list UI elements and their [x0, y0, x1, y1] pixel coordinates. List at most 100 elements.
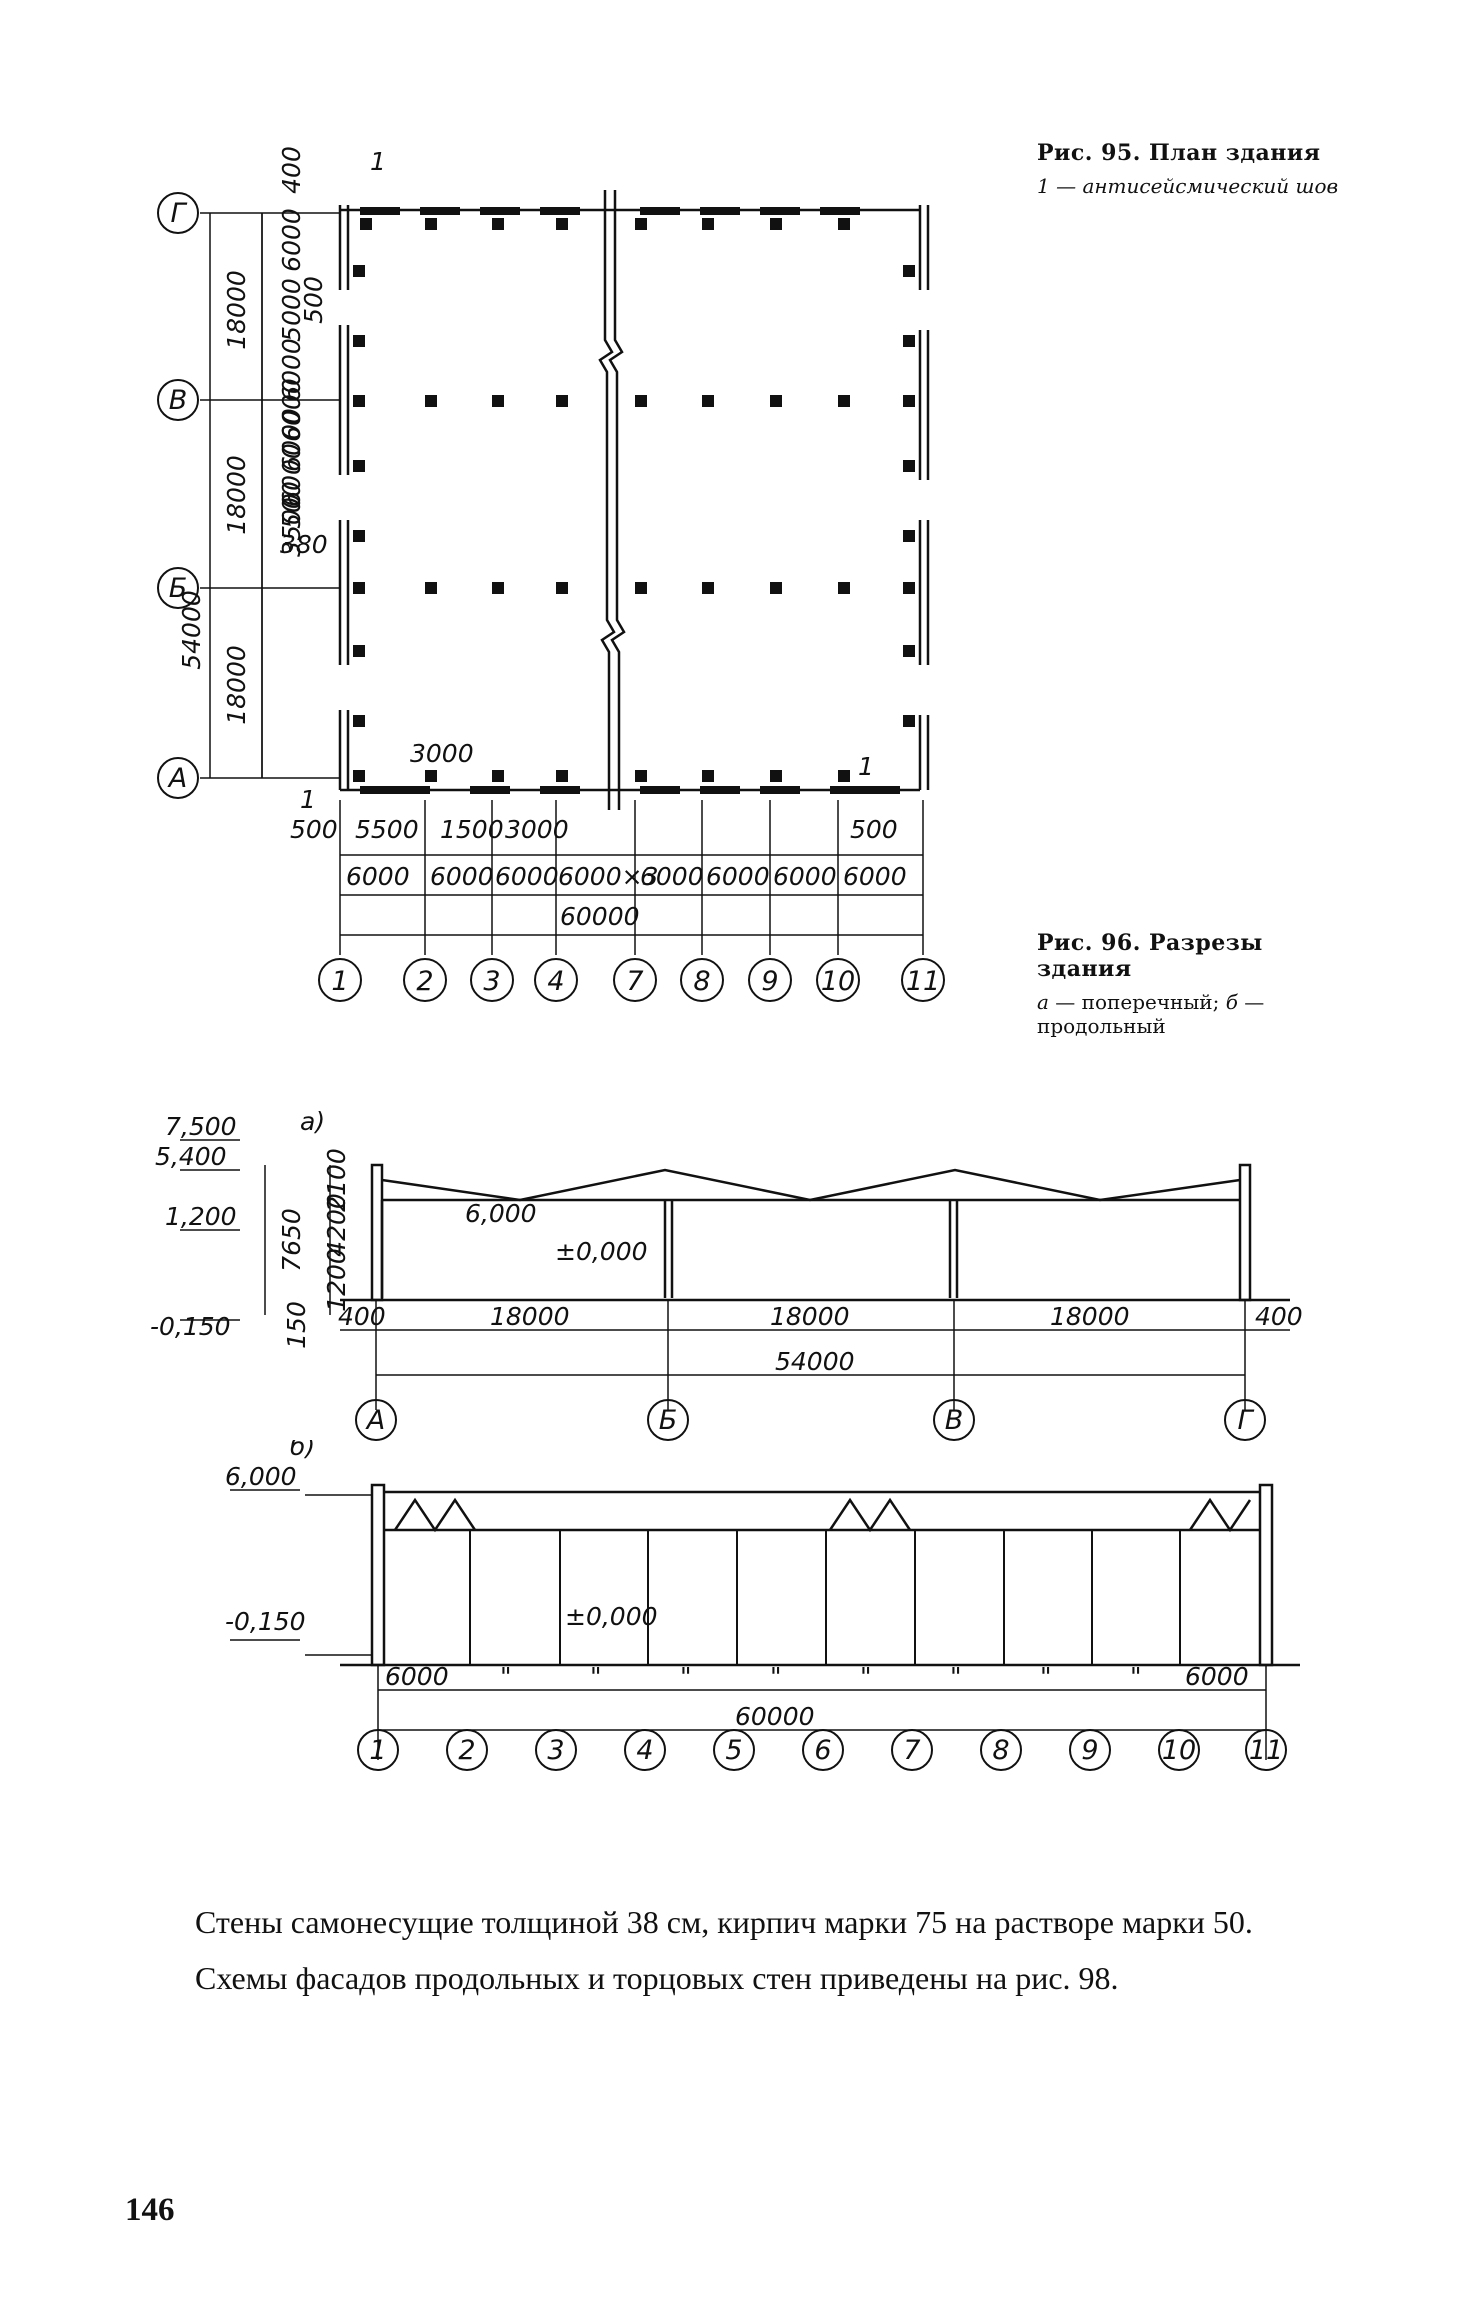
ditto-mark: " [950, 1662, 962, 1691]
axis-label: 1 [369, 1735, 386, 1766]
level-mark: -0,150 [225, 1607, 306, 1636]
total-dim: 60000 [735, 1702, 815, 1731]
end-offset-dim: 400 [338, 1302, 386, 1331]
dim-bottom-span: 6000 [430, 862, 494, 891]
dim-left-stack: 6000 [277, 208, 306, 272]
dim-left-stack: 5000 [277, 278, 306, 342]
vertical-dim: 4200 [322, 1193, 351, 1257]
dim-row-span: 18000 [222, 645, 251, 725]
dim-left-stack: 6000 [277, 408, 306, 472]
dim-left-stack: 400 [277, 146, 306, 194]
paragraph: Стены самонесущие толщиной 38 см, кирпич… [195, 1904, 1253, 1940]
axis-label: 6 [814, 1735, 831, 1766]
level-mark: 1,200 [165, 1202, 237, 1231]
axis-label: 10 [1162, 1735, 1196, 1766]
axis-row-label: Г [170, 198, 187, 229]
level-inner: 6,000 [465, 1199, 537, 1228]
axis-row-label: В [169, 385, 188, 416]
level-mark: -0,150 [150, 1312, 231, 1341]
note-text: — антисейсмический шов [1049, 174, 1339, 198]
dim-bottom-small: 3000 [505, 815, 569, 844]
axis-label: 8 [992, 1735, 1009, 1766]
axis-label: 9 [1081, 1735, 1098, 1766]
axis-col-label: 3 [483, 966, 500, 997]
figure-95-building-plan: Г В Б А 1 2 3 4 7 8 9 10 11 54000 18000 … [157, 146, 945, 1002]
ditto-mark: " [770, 1662, 782, 1691]
axis-label: 5 [725, 1735, 742, 1766]
ditto-mark: " [1040, 1662, 1052, 1691]
vertical-dim: 7650 [277, 1208, 306, 1272]
dim-left-stack: 500 [277, 481, 306, 529]
axis-label: 7 [903, 1735, 920, 1766]
row-axis-bubbles: Г В Б А [157, 192, 199, 799]
dim-bottom-span: 6000 [773, 862, 837, 891]
note-number: 1 [1037, 174, 1050, 198]
page-number: 146 [125, 2192, 175, 2228]
span-dim: 18000 [1050, 1302, 1130, 1331]
dim-bottom-span: 6000 [346, 862, 410, 891]
figure-96-title: Рис. 96. Разрезы здания [1037, 930, 1263, 982]
ditto-mark: " [500, 1662, 512, 1691]
dim-row-span: 18000 [222, 455, 251, 535]
paragraph: Схемы фасадов продольных и торцовых стен… [195, 1960, 1119, 1996]
dim-bottom-span: 6000 [640, 862, 704, 891]
dim-left-stack: 500 [299, 276, 328, 324]
dim-left-stack: 6000 [277, 378, 306, 442]
vertical-dim: 2100 [322, 1148, 351, 1212]
level-mark: 5,400 [155, 1142, 227, 1171]
first-span-dim: 6000 [385, 1662, 449, 1691]
dim-3000-upper: 3000 [410, 739, 474, 768]
figure-95-note: 1 — антисейсмический шов [1037, 174, 1357, 198]
axis-label: Б [659, 1405, 678, 1436]
end-offset-dim: 400 [1255, 1302, 1303, 1331]
axis-label: В [945, 1405, 964, 1436]
ditto-mark: " [680, 1662, 692, 1691]
axis-label: 3 [547, 1735, 564, 1766]
vertical-dim: 150 [282, 1301, 311, 1349]
dim-bottom-small: 5500 [355, 815, 419, 844]
vertical-dim: 1200 [322, 1248, 351, 1312]
dim-overall-vertical: 54000 [177, 590, 206, 670]
figure-96a-axis-bubbles: А Б В Г [355, 1399, 1266, 1441]
column-axis-bubbles [318, 958, 945, 1002]
dim-bottom-span: 6000×3 [558, 862, 658, 891]
dim-wall-thickness: 380 [280, 530, 328, 559]
dim-left-stack: 6000 [277, 443, 306, 507]
dim-bottom-total: 60000 [560, 902, 640, 931]
total-dim: 54000 [775, 1347, 855, 1376]
callout-seismic-joint: 1 [370, 147, 386, 176]
axis-col-label: 11 [906, 966, 940, 997]
axis-row-label: Б [169, 573, 188, 604]
axis-col-label: 10 [821, 966, 855, 997]
note-a-text: — поперечный; [1048, 990, 1226, 1014]
axis-col-label: 1 [331, 966, 348, 997]
body-text: Стены самонесущие толщиной 38 см, кирпич… [125, 1900, 1295, 2012]
ditto-mark: " [860, 1662, 872, 1691]
span-dim: 18000 [490, 1302, 570, 1331]
note-a: а [1037, 990, 1049, 1014]
last-span-dim: 6000 [1185, 1662, 1249, 1691]
ditto-mark: " [1130, 1662, 1142, 1691]
axis-label: 11 [1249, 1735, 1283, 1766]
columns-grid [353, 218, 915, 782]
dim-bottom-small: 500 [290, 815, 338, 844]
dim-left-stack: 3500 [277, 493, 306, 557]
dim-bottom-span: 6000 [843, 862, 907, 891]
level-mark: 6,000 [225, 1462, 297, 1491]
dim-bottom-small: 1500 [440, 815, 504, 844]
axis-label: Г [1237, 1405, 1254, 1436]
axis-col-label: 2 [416, 966, 433, 997]
level-mark: 7,500 [165, 1112, 237, 1141]
note-b: б [1225, 990, 1238, 1014]
axis-col-label: 7 [626, 966, 643, 997]
dim-bottom-span: 6000 [706, 862, 770, 891]
axis-label: 4 [636, 1735, 653, 1766]
figure-95-caption: Рис. 95. План здания 1 — антисейсмически… [1037, 140, 1357, 198]
figure-96b-axis-bubbles: 1 2 3 4 5 6 7 8 9 10 11 [357, 1729, 1287, 1771]
axis-label: А [365, 1405, 385, 1436]
dim-bottom-small: 500 [850, 815, 898, 844]
level-inner: ±0,000 [565, 1602, 658, 1631]
axis-label: 2 [458, 1735, 475, 1766]
figure-95-title: Рис. 95. План здания [1037, 140, 1321, 166]
